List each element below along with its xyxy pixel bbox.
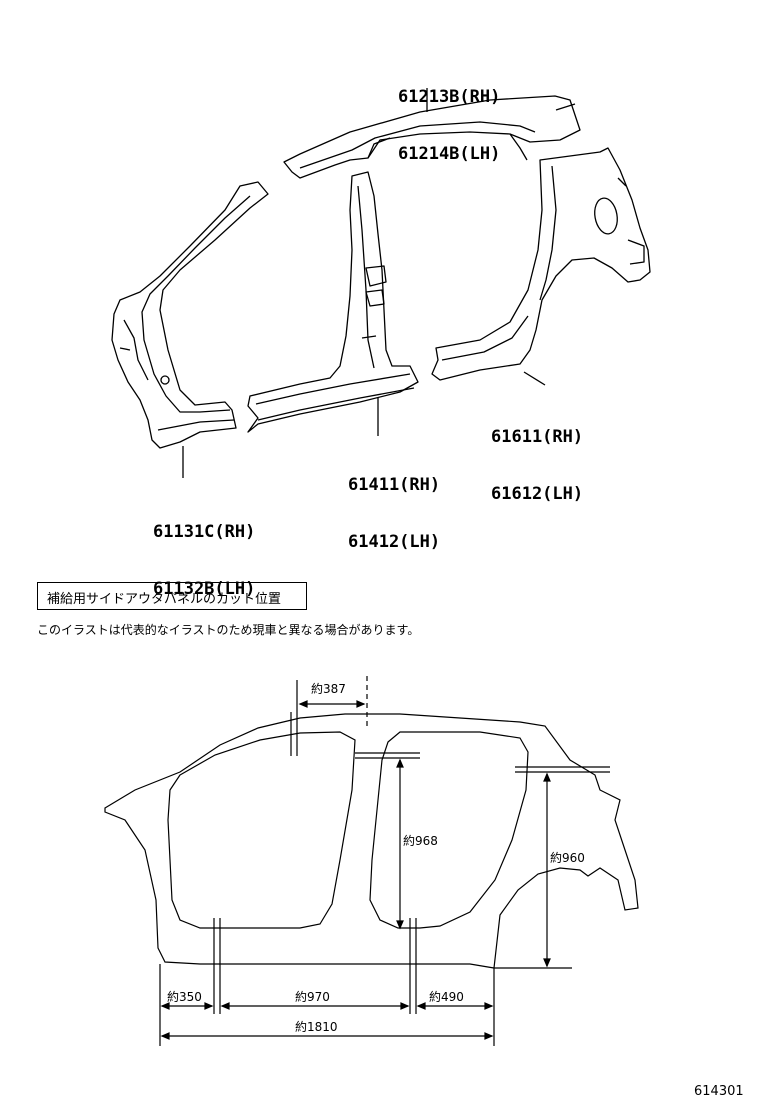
sill-cut-mark-rear [409, 918, 417, 1014]
sill-cut-mark-front [213, 918, 221, 1014]
part-label-roof-rail[interactable]: 61213B(RH) 61214B(LH) [398, 50, 500, 183]
pillar-cut-mark [355, 752, 420, 759]
part-number-rh: 61411(RH) [348, 475, 441, 495]
front-door-opening [167, 731, 356, 929]
dim-350-label: 約350 [167, 989, 202, 1004]
roof-cut-mark [290, 712, 298, 756]
cut-section-title: 補給用サイドアウタパネルのカット位置 [47, 592, 282, 607]
cut-position-diagram [104, 676, 639, 1046]
dim-968-label: 約968 [403, 833, 438, 848]
part-number-lh: 61612(LH) [491, 484, 584, 504]
dim-490-label: 約490 [429, 989, 464, 1004]
part-number-lh: 61132B(LH) [153, 579, 256, 599]
cut-section-note: このイラストは代表的なイラストのため現車と異なる場合があります。 [37, 623, 420, 637]
cut-section-title-box: 補給用サイドアウタパネルのカット位置 [37, 582, 307, 610]
front-pillar-part [111, 181, 269, 449]
dim-960-label: 約960 [550, 850, 585, 865]
part-number-lh: 61214B(LH) [398, 144, 501, 164]
rear-door-opening [369, 731, 529, 929]
part-number-rh: 61213B(RH) [398, 87, 501, 107]
part-label-quarter-panel[interactable]: 61611(RH) 61612(LH) [491, 390, 583, 523]
part-label-rocker[interactable]: 61411(RH) 61412(LH) [348, 438, 440, 571]
quarter-cut-mark [515, 766, 610, 773]
quarter-panel-leader [523, 371, 546, 386]
part-number-lh: 61412(LH) [348, 532, 441, 552]
quarter-panel-part [431, 147, 651, 381]
body-side-outline [104, 713, 639, 969]
part-number-rh: 61611(RH) [491, 427, 584, 447]
rocker-part [247, 171, 419, 433]
roof-rail-part [283, 95, 581, 179]
figure-code: 614301 [694, 1084, 744, 1099]
dim-1810-label: 約1810 [295, 1019, 338, 1034]
dim-970-label: 約970 [295, 989, 330, 1004]
part-label-front-pillar[interactable]: 61131C(RH) 61132B(LH) [153, 485, 255, 618]
part-number-rh: 61131C(RH) [153, 522, 256, 542]
dim-387-label: 約387 [311, 681, 346, 696]
